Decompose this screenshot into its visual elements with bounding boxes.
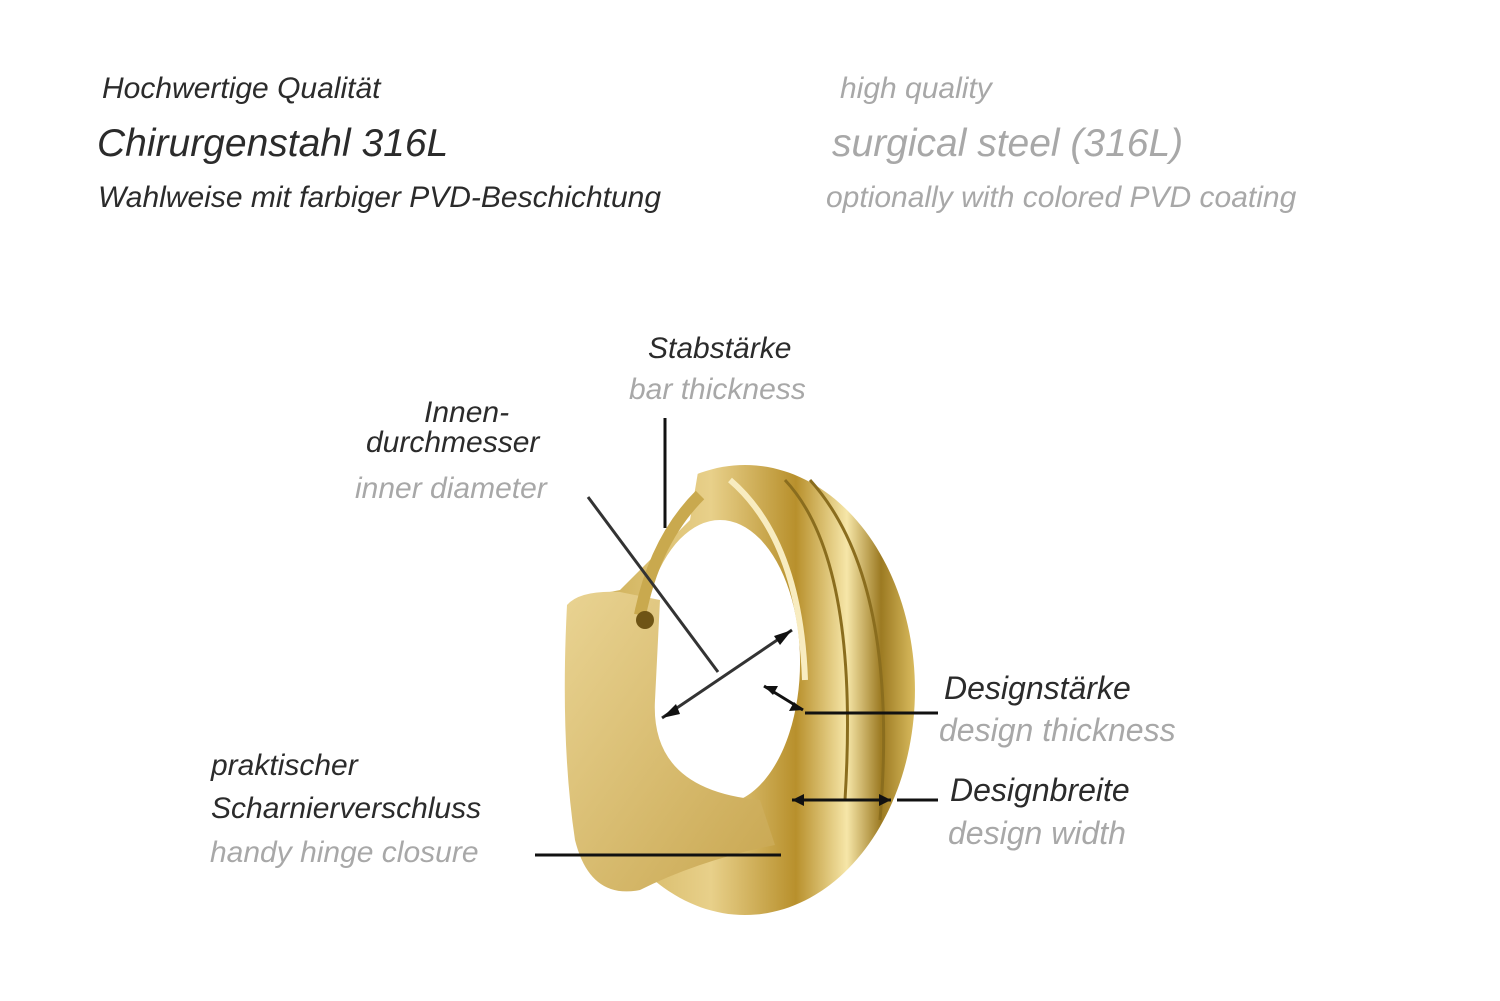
inner-diameter-arrow xyxy=(661,628,793,720)
bar-thickness-de: Stabstärke xyxy=(648,332,792,365)
design-width-de: Designbreite xyxy=(950,772,1130,808)
material-en: surgical steel (316L) xyxy=(832,122,1184,165)
quality-de: Hochwertige Qualität xyxy=(102,72,381,105)
design-thickness-en: design thickness xyxy=(939,712,1176,748)
material-de: Chirurgenstahl 316L xyxy=(97,122,449,165)
coating-de: Wahlweise mit farbiger PVD-Beschichtung xyxy=(98,181,662,214)
hinge-de-2: Scharnierverschluss xyxy=(211,792,482,825)
quality-en: high quality xyxy=(840,72,992,105)
inner-diameter-de-1: Innen- xyxy=(424,396,510,429)
earring-image xyxy=(564,460,915,915)
design-thickness-de: Designstärke xyxy=(944,670,1131,706)
design-width-en: design width xyxy=(948,815,1126,851)
inner-diameter-en: inner diameter xyxy=(355,472,547,505)
bar-thickness-en: bar thickness xyxy=(629,373,806,406)
coating-en: optionally with colored PVD coating xyxy=(826,181,1297,214)
hinge-de-1: praktischer xyxy=(211,749,358,782)
inner-diameter-line xyxy=(586,496,720,673)
inner-diameter-de-2: durchmesser xyxy=(366,426,540,459)
hinge-en: handy hinge closure xyxy=(210,836,479,869)
